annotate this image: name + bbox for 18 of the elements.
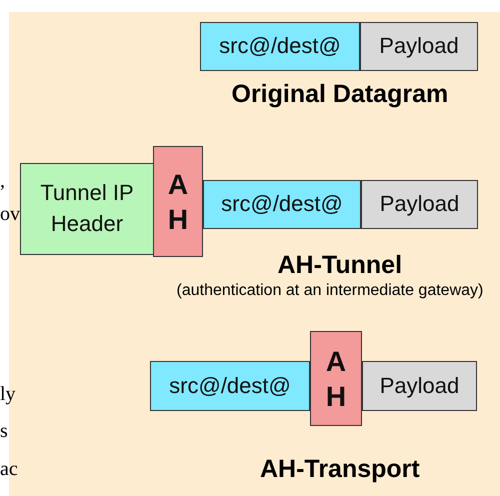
payload-field: Payload xyxy=(361,180,478,229)
address-field: src@/dest@ xyxy=(150,361,310,411)
caption-note: (authentication at an intermediate gateway) xyxy=(176,282,484,300)
payload-field: Payload xyxy=(360,22,478,71)
auth-header-field: A H xyxy=(153,146,203,257)
text-fragment: , xyxy=(0,170,5,193)
text-fragment: s xyxy=(0,420,8,443)
header-field: Tunnel IP Header xyxy=(20,163,154,255)
packet-caption: AH-Tunnel xyxy=(278,251,402,280)
payload-field: Payload xyxy=(362,361,477,411)
auth-header-field: A H xyxy=(310,331,362,426)
packet-caption: Original Datagram xyxy=(232,80,448,109)
packet-caption: AH-Transport xyxy=(260,455,420,484)
text-fragment: ly xyxy=(0,383,16,406)
text-fragment: ov xyxy=(0,203,20,226)
address-field: src@/dest@ xyxy=(200,22,360,71)
address-field: src@/dest@ xyxy=(203,180,361,229)
text-fragment: ac xyxy=(0,458,18,481)
